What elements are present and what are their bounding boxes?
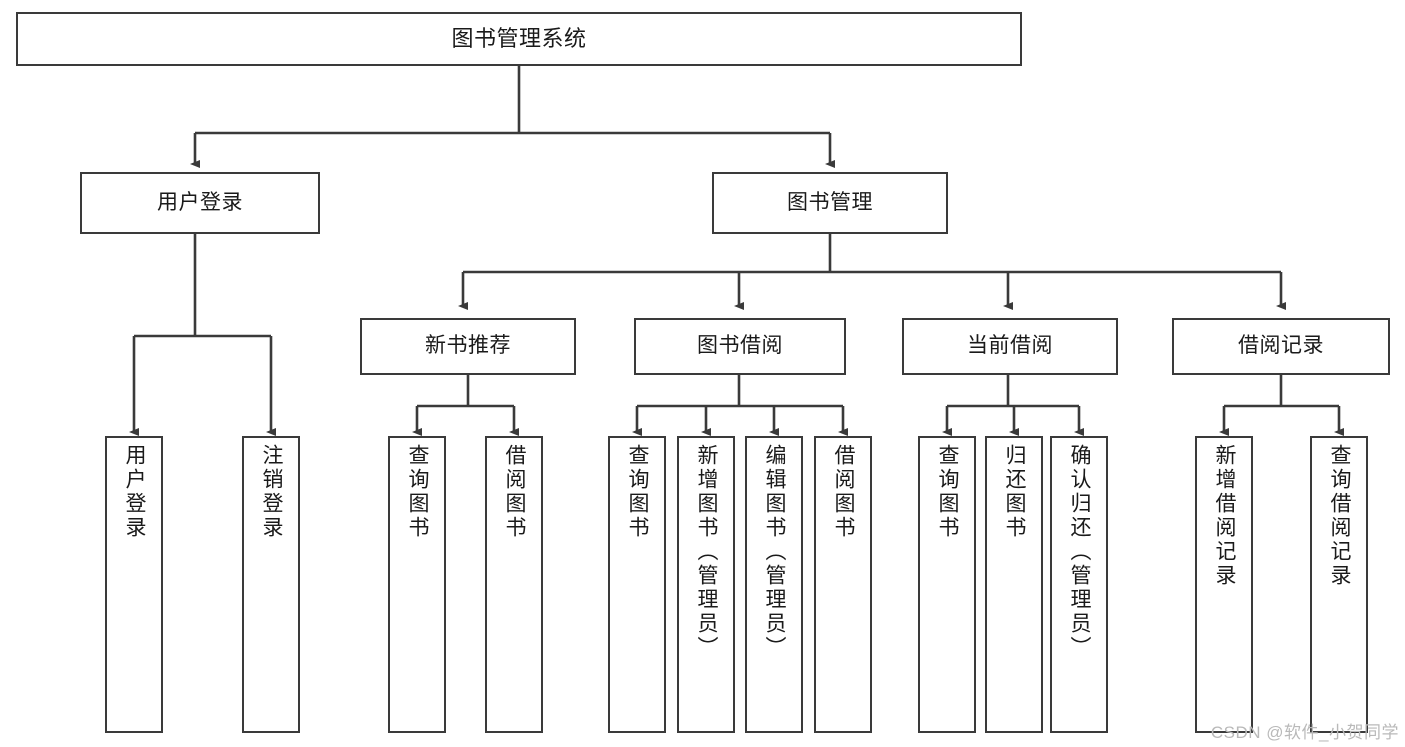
node-label: 图书借阅 [697,334,783,358]
node-current-borrow[interactable]: 当前借阅 [902,318,1118,375]
node-user-login[interactable]: 用户登录 [80,172,320,234]
node-book-management[interactable]: 图书管理 [712,172,948,234]
node-label: 归还图书 [1003,444,1027,540]
leaf-edit-book-admin[interactable]: 编辑图书（管理员） [745,436,803,733]
node-label: 借阅记录 [1238,334,1324,358]
node-label: 注销登录 [260,444,284,540]
node-label: 新增图书（管理员） [695,444,719,660]
node-label: 新书推荐 [425,334,511,358]
leaf-add-book-admin[interactable]: 新增图书（管理员） [677,436,735,733]
node-label: 查询借阅记录 [1328,444,1352,588]
leaf-borrow-book-recommend[interactable]: 借阅图书 [485,436,543,733]
leaf-borrow-book[interactable]: 借阅图书 [814,436,872,733]
node-label: 新增借阅记录 [1213,444,1237,588]
node-book-borrow[interactable]: 图书借阅 [634,318,846,375]
node-label: 查询图书 [626,444,650,540]
leaf-query-borrow-record[interactable]: 查询借阅记录 [1310,436,1368,733]
leaf-query-book-borrow[interactable]: 查询图书 [608,436,666,733]
node-label: 用户登录 [123,444,147,540]
node-label: 用户登录 [157,190,243,214]
leaf-add-borrow-record[interactable]: 新增借阅记录 [1195,436,1253,733]
node-root-system[interactable]: 图书管理系统 [16,12,1022,66]
node-label: 查询图书 [406,444,430,540]
node-label: 查询图书 [936,444,960,540]
node-label: 确认归还（管理员） [1068,444,1092,660]
node-label: 图书管理 [787,190,873,214]
leaf-confirm-return-admin[interactable]: 确认归还（管理员） [1050,436,1108,733]
node-label: 图书管理系统 [451,26,587,52]
node-borrow-records[interactable]: 借阅记录 [1172,318,1390,375]
node-new-book-recommend[interactable]: 新书推荐 [360,318,576,375]
leaf-logout[interactable]: 注销登录 [242,436,300,733]
leaf-return-book[interactable]: 归还图书 [985,436,1043,733]
leaf-query-book-recommend[interactable]: 查询图书 [388,436,446,733]
leaf-user-login[interactable]: 用户登录 [105,436,163,733]
node-label: 编辑图书（管理员） [763,444,787,660]
watermark: CSDN @软件_小贺同学 [1210,723,1399,742]
node-label: 当前借阅 [967,334,1053,358]
node-label: 借阅图书 [503,444,527,540]
node-label: 借阅图书 [832,444,856,540]
leaf-query-book-current[interactable]: 查询图书 [918,436,976,733]
